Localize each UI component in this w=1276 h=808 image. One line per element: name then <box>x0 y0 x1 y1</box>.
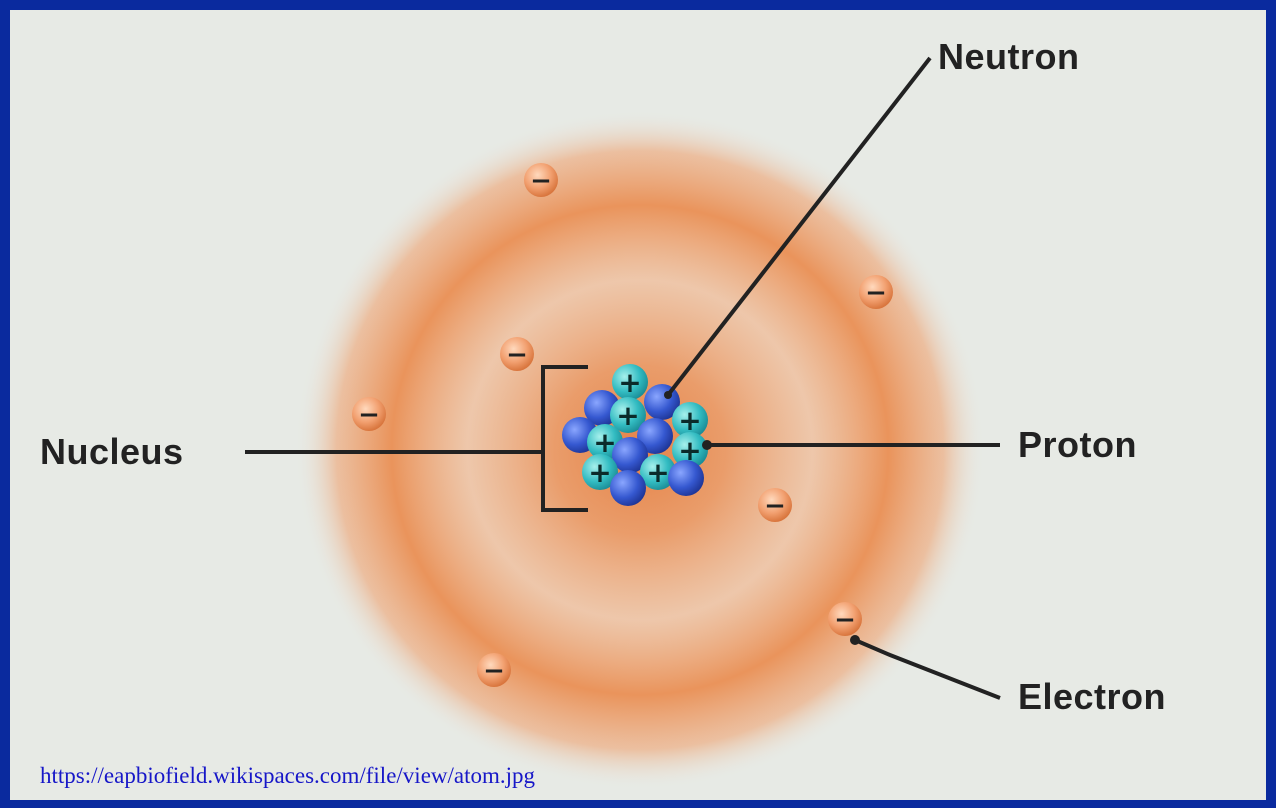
electron: − <box>524 163 558 197</box>
electron: − <box>828 602 862 636</box>
nucleus-label: Nucleus <box>40 431 184 473</box>
proton-sign: + <box>593 426 616 459</box>
proton-sign: + <box>588 456 611 489</box>
electron-sign: − <box>530 166 552 196</box>
electron: − <box>352 397 386 431</box>
proton-pointer-dot <box>702 440 712 450</box>
electron: − <box>500 337 534 371</box>
electron-label: Electron <box>1018 676 1166 718</box>
proton-sign: + <box>678 404 701 437</box>
proton-sign: + <box>678 434 701 467</box>
electron-pointer-dot <box>850 635 860 645</box>
electron-sign: − <box>865 278 887 308</box>
diagram-panel: + + + + + + + − − − − − − − <box>10 10 1266 800</box>
proton-label: Proton <box>1018 424 1137 466</box>
electron: − <box>758 488 792 522</box>
proton-sign: + <box>646 456 669 489</box>
electron-sign: − <box>834 605 856 635</box>
proton-sign: + <box>618 366 641 399</box>
neutron-particle <box>610 470 646 506</box>
electron: − <box>859 275 893 309</box>
neutron-pointer-dot <box>664 391 672 399</box>
electron: − <box>477 653 511 687</box>
electron-sign: − <box>358 400 380 430</box>
proton-sign: + <box>616 399 639 432</box>
neutron-label: Neutron <box>938 36 1080 78</box>
electron-sign: − <box>483 656 505 686</box>
source-url: https://eapbiofield.wikispaces.com/file/… <box>40 763 535 789</box>
electron-sign: − <box>764 491 786 521</box>
electron-sign: − <box>506 340 528 370</box>
